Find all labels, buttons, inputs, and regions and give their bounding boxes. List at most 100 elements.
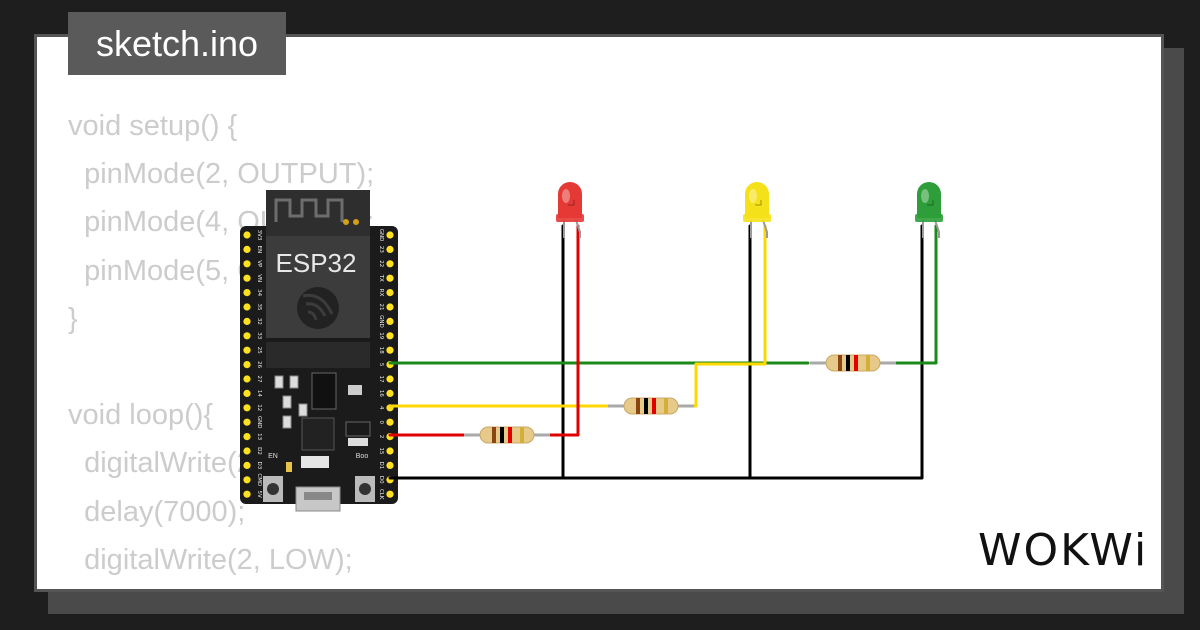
antenna-trace [274, 198, 344, 222]
pin-label: D0 [378, 476, 384, 484]
board-label: ESP32 [276, 248, 357, 278]
code-line: void setup() { [68, 110, 238, 142]
pin-right [386, 346, 394, 354]
led-die [568, 200, 575, 206]
pin-right [386, 418, 394, 426]
resistor-body [479, 426, 535, 444]
pin-left [243, 317, 251, 325]
pin-label: 21 [378, 304, 384, 311]
resistor-band [846, 355, 850, 371]
usb-socket [304, 492, 332, 500]
pin-right [386, 332, 394, 340]
pin-right [386, 490, 394, 498]
resistor-band [636, 398, 640, 414]
led-highlight [562, 189, 570, 203]
pin-label: GND [378, 229, 384, 242]
antenna-pad [353, 219, 359, 225]
smd-component [298, 403, 308, 417]
resistor-band [508, 427, 512, 443]
pin-label: 13 [256, 433, 262, 440]
pin-label: 25 [256, 347, 262, 354]
led-highlight [749, 189, 757, 203]
pin-label: EN [256, 246, 262, 254]
pin-label: 33 [256, 332, 262, 339]
smd-component [274, 375, 284, 389]
pin-left [243, 433, 251, 441]
pin-right [386, 303, 394, 311]
regulator-chip [311, 372, 337, 410]
led-dome [917, 182, 941, 218]
pin-label: 3V3 [256, 230, 262, 241]
pin-left [243, 289, 251, 297]
pin-left [243, 361, 251, 369]
pin-right [386, 447, 394, 455]
pin-label: 5V [256, 491, 262, 498]
pin-label: 12 [256, 404, 262, 411]
pin-right [386, 260, 394, 268]
code-line: delay(7000); [68, 495, 246, 528]
led-leg [762, 219, 768, 238]
smd-component [282, 395, 292, 409]
resistor-band [854, 355, 858, 371]
resistor-band [652, 398, 656, 414]
pin-label: CLK [378, 489, 384, 500]
resistor-red [464, 426, 550, 444]
pin-right [386, 245, 394, 253]
pin-label: 5 [378, 363, 384, 367]
pin-left [243, 389, 251, 397]
led-dome [558, 182, 582, 218]
pin-label: 15 [378, 448, 384, 455]
yellow-led [743, 182, 771, 238]
pin-label: 22 [378, 260, 384, 267]
antenna-pad [343, 219, 349, 225]
resistor-yellow [608, 397, 694, 415]
pin-label: 26 [256, 361, 262, 368]
pin-label: 27 [256, 376, 262, 383]
resistor-body [623, 397, 679, 415]
led-die [755, 200, 762, 206]
smd-ic [345, 421, 371, 437]
led-leg [575, 219, 581, 238]
power-led [286, 462, 292, 472]
smd-component [348, 438, 368, 446]
pin-right [386, 289, 394, 297]
pin-label: D1 [378, 462, 384, 470]
pin-right [386, 375, 394, 383]
pin-label: 0 [378, 420, 384, 424]
pin-label: GND [256, 416, 262, 429]
resistor-body [825, 354, 881, 372]
pin-left [243, 346, 251, 354]
board-area [266, 342, 370, 368]
pin-left [243, 231, 251, 239]
red-led-wire [548, 224, 580, 437]
pin-left [243, 418, 251, 426]
pin-left [243, 476, 251, 484]
smd-component [282, 415, 292, 429]
code-line: pinMode(2, OUTPUT); [68, 158, 375, 191]
pin-label: 14 [256, 390, 262, 397]
pin-label: 18 [378, 347, 384, 354]
pin-label: D2 [256, 447, 262, 455]
green-led-wire [894, 224, 938, 365]
usb-chip [301, 417, 335, 451]
pin-right [386, 389, 394, 397]
pin-label: CMD [256, 473, 262, 486]
led-leg [934, 219, 940, 238]
pin-right [386, 317, 394, 325]
pin-left [243, 260, 251, 268]
pin-label: 16 [378, 390, 384, 397]
pin-right [386, 461, 394, 469]
led-rim [915, 214, 943, 222]
pin-label: 2 [378, 435, 384, 439]
pin-label: 23 [378, 246, 384, 253]
pin-left [243, 490, 251, 498]
wokwi-logo: WOKWi [978, 525, 1149, 576]
resistor-green [810, 354, 896, 372]
code-line: digitalWrite(2, LOW); [68, 543, 353, 576]
resistor-band [500, 427, 504, 443]
file-tab[interactable]: sketch.ino [68, 12, 286, 75]
ground-wire [388, 224, 924, 480]
green-led [915, 182, 943, 238]
